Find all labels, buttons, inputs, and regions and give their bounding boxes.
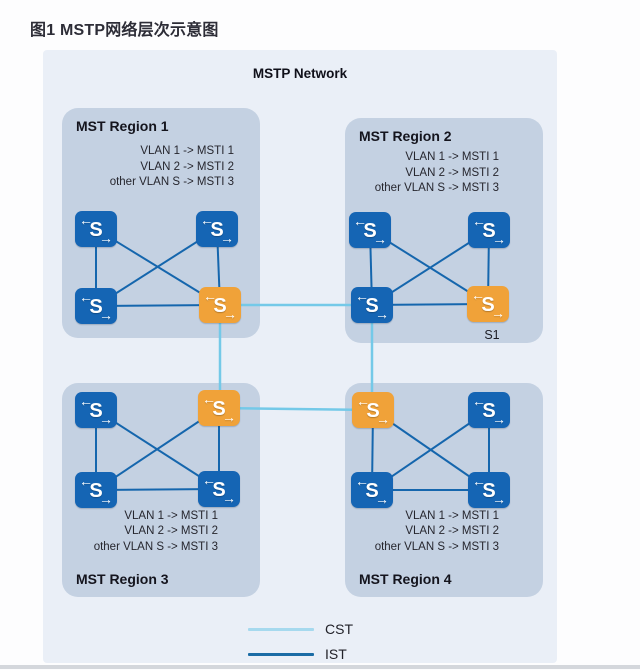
arrow-left-icon: ←	[472, 213, 486, 229]
region-1-vlan-map: VLAN 1 -> MSTI 1 VLAN 2 -> MSTI 2 other …	[110, 144, 234, 191]
region-4-vlan-map: VLAN 1 -> MSTI 1 VLAN 2 -> MSTI 2 other …	[375, 509, 499, 556]
vlan-map-line: VLAN 2 -> MSTI 2	[140, 160, 234, 173]
arrow-right-icon: →	[492, 411, 506, 427]
arrow-left-icon: ←	[200, 212, 214, 228]
switch-icon-r2-top-left: ←S→	[349, 212, 391, 248]
switch-s-glyph: S	[213, 295, 227, 317]
arrow-right-icon: →	[99, 411, 113, 427]
arrow-left-icon: ←	[202, 472, 216, 488]
switch-icon-r2-root-s1: ←S→	[467, 286, 509, 322]
switch-s-glyph: S	[366, 400, 380, 422]
arrow-left-icon: ←	[355, 288, 369, 304]
switch-icon-r1-bottom-left: ←S→	[75, 288, 117, 324]
arrow-right-icon: →	[492, 231, 506, 247]
figure-title-text: MSTP网络层次示意图	[55, 22, 219, 39]
arrow-right-icon: →	[99, 230, 113, 246]
arrow-right-icon: →	[223, 306, 237, 322]
switch-icon-r1-top-right: ←S→	[196, 211, 238, 247]
switch-s-glyph: S	[89, 400, 103, 422]
switch-icon-r3-bottom-right: ←S→	[198, 471, 240, 507]
switch-icon-r4-bottom-left: ←S→	[351, 472, 393, 508]
switch-icon-r1-root: ←S→	[199, 287, 241, 323]
switch-s-glyph: S	[365, 295, 379, 317]
arrow-left-icon: ←	[472, 393, 486, 409]
switch-s-glyph: S	[363, 220, 377, 242]
arrow-left-icon: ←	[356, 393, 370, 409]
vlan-map-line: other VLAN S -> MSTI 3	[374, 182, 499, 194]
legend: CST IST	[248, 620, 353, 670]
vlan-map-line: other VLAN S -> MSTI 3	[374, 540, 499, 553]
vlan-map-line: VLAN 2 -> MSTI 2	[405, 166, 499, 179]
arrow-right-icon: →	[375, 306, 389, 322]
region-3-vlan-map: VLAN 1 -> MSTI 1 VLAN 2 -> MSTI 2 other …	[94, 509, 218, 556]
legend-label-ist: IST	[325, 646, 347, 662]
page-bottom-divider	[0, 665, 640, 669]
arrow-left-icon: ←	[79, 289, 93, 305]
cst-line-swatch	[248, 627, 314, 631]
switch-s1-label: S1	[484, 328, 500, 342]
arrow-left-icon: ←	[203, 288, 217, 304]
arrow-left-icon: ←	[202, 391, 216, 407]
figure-caption: 图1 MSTP网络层次示意图	[30, 16, 219, 40]
arrow-right-icon: →	[99, 307, 113, 323]
switch-s-glyph: S	[210, 219, 224, 241]
arrow-left-icon: ←	[471, 287, 485, 303]
switch-s-glyph: S	[365, 480, 379, 502]
ist-line-swatch	[248, 652, 314, 656]
region-3-title: MST Region 3	[76, 571, 169, 587]
arrow-left-icon: ←	[353, 213, 367, 229]
switch-s-glyph: S	[482, 220, 496, 242]
vlan-map-line: VLAN 1 -> MSTI 1	[140, 145, 234, 157]
region-2-vlan-map: VLAN 1 -> MSTI 1 VLAN 2 -> MSTI 2 other …	[375, 150, 499, 197]
arrow-right-icon: →	[220, 230, 234, 246]
vlan-map-line: VLAN 1 -> MSTI 1	[124, 509, 218, 522]
switch-icon-r3-bottom-left: ←S→	[75, 472, 117, 508]
arrow-right-icon: →	[376, 411, 390, 427]
arrow-right-icon: →	[492, 491, 506, 507]
switch-s-glyph: S	[89, 480, 103, 502]
figure-number: 图1	[30, 22, 56, 39]
switch-s-glyph: S	[482, 480, 496, 502]
arrow-left-icon: ←	[472, 473, 486, 489]
switch-s-glyph: S	[212, 479, 226, 501]
region-2-title: MST Region 2	[359, 128, 452, 144]
arrow-right-icon: →	[375, 491, 389, 507]
arrow-right-icon: →	[491, 305, 505, 321]
region-1-title: MST Region 1	[76, 118, 169, 134]
network-title: MSTP Network	[252, 66, 348, 81]
switch-s-glyph: S	[89, 219, 103, 241]
arrow-right-icon: →	[99, 491, 113, 507]
vlan-map-line: other VLAN S -> MSTI 3	[109, 176, 234, 188]
switch-icon-r1-top-left: ←S→	[75, 211, 117, 247]
arrow-left-icon: ←	[79, 393, 93, 409]
legend-label-cst: CST	[325, 621, 353, 637]
switch-icon-r4-bottom-right: ←S→	[468, 472, 510, 508]
switch-s-glyph: S	[89, 296, 103, 318]
arrow-right-icon: →	[222, 409, 236, 425]
region-4-title: MST Region 4	[359, 571, 452, 587]
vlan-map-line: VLAN 2 -> MSTI 2	[405, 525, 499, 537]
vlan-map-line: VLAN 1 -> MSTI 1	[405, 509, 499, 522]
switch-icon-r2-bottom-left: ←S→	[351, 287, 393, 323]
switch-s-glyph: S	[482, 400, 496, 422]
switch-icon-r4-root: ←S→	[352, 392, 394, 428]
arrow-right-icon: →	[373, 231, 387, 247]
vlan-map-line: VLAN 1 -> MSTI 1	[405, 151, 499, 163]
switch-s-glyph: S	[481, 294, 495, 316]
switch-icon-r3-root: ←S→	[198, 390, 240, 426]
switch-s-glyph: S	[212, 398, 226, 420]
switch-icon-r3-top-left: ←S→	[75, 392, 117, 428]
switch-icon-r4-top-right: ←S→	[468, 392, 510, 428]
arrow-left-icon: ←	[79, 212, 93, 228]
vlan-map-line: VLAN 2 -> MSTI 2	[124, 525, 218, 537]
arrow-left-icon: ←	[79, 473, 93, 489]
legend-row-cst: CST	[248, 620, 353, 638]
legend-row-ist: IST	[248, 645, 353, 663]
arrow-left-icon: ←	[355, 473, 369, 489]
vlan-map-line: other VLAN S -> MSTI 3	[93, 540, 218, 553]
arrow-right-icon: →	[222, 490, 236, 506]
switch-icon-r2-top-right: ←S→	[468, 212, 510, 248]
